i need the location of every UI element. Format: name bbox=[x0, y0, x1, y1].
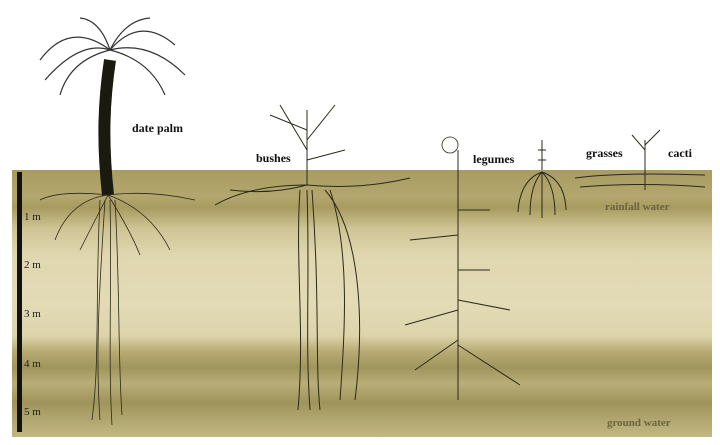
label-bushes: bushes bbox=[256, 151, 291, 165]
label-cacti: cacti bbox=[668, 146, 692, 160]
cacti-illustration bbox=[574, 129, 706, 190]
depth-tick-2m: 2 m bbox=[24, 259, 41, 271]
date-palm-illustration bbox=[39, 17, 196, 426]
legumes-illustration bbox=[404, 136, 521, 400]
soil-cross-section bbox=[12, 170, 712, 437]
depth-tick-3m: 3 m bbox=[24, 308, 41, 320]
depth-tick-4m: 4 m bbox=[24, 358, 41, 370]
label-rainfall-water: rainfall water bbox=[605, 201, 670, 213]
label-ground-water: ground water bbox=[607, 417, 671, 429]
bushes-illustration bbox=[214, 104, 411, 411]
depth-tick-5m: 5 m bbox=[24, 406, 41, 418]
label-legumes: legumes bbox=[473, 152, 515, 166]
label-date-palm: date palm bbox=[132, 121, 183, 135]
label-grasses: grasses bbox=[586, 146, 623, 160]
grasses-illustration bbox=[517, 140, 567, 218]
depth-tick-1m: 1 m bbox=[24, 211, 41, 223]
depth-scale-bar bbox=[17, 172, 22, 432]
